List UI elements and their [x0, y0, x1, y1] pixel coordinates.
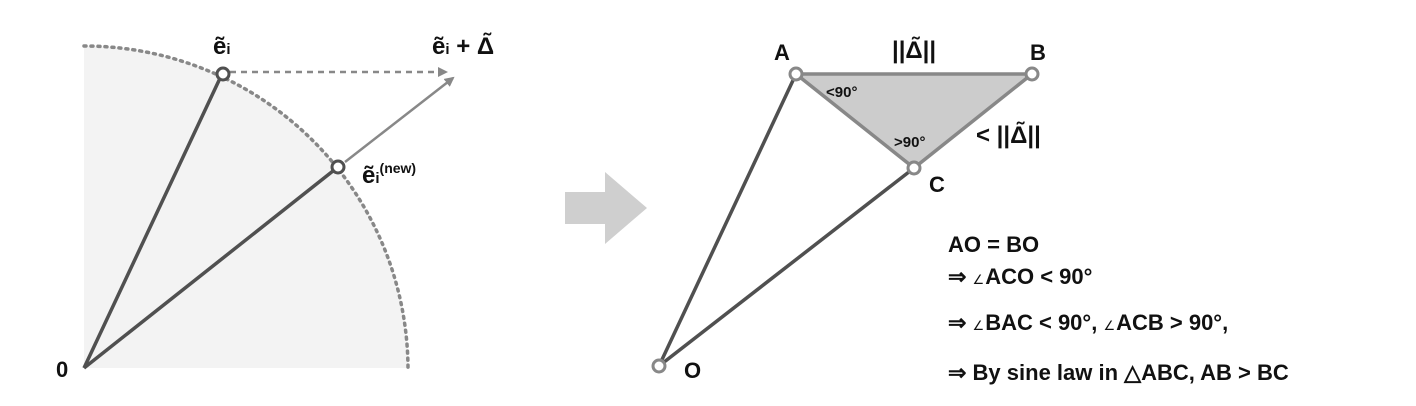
transition-arrow-icon: [565, 172, 647, 244]
proof-line-4-text: ⇒ By sine law in △ABC, AB > BC: [948, 360, 1289, 385]
proof-line-4: ⇒ By sine law in △ABC, AB > BC: [948, 360, 1289, 386]
proof-line-1-text: AO = BO: [948, 232, 1040, 257]
proof-line-3: ⇒ ∠BAC < 90°, ∠ACB > 90°,: [948, 310, 1228, 336]
angle-c-label: >90°: [894, 134, 925, 151]
angle-a-label: <90°: [826, 84, 857, 101]
sum-vector-arrow: [344, 76, 455, 163]
triangle-abc: [794, 72, 1034, 170]
edge-oa: [657, 73, 798, 367]
ei-label: ẽi: [213, 33, 231, 60]
point-ei: [215, 66, 231, 82]
point-b: [1024, 66, 1040, 82]
vector-ei-new: [82, 165, 340, 370]
edge-ab-label: ||Δ̃||: [892, 36, 936, 64]
edge-bc-label: < ||Δ̃||: [976, 121, 1041, 149]
ei-new-label: ẽi(new): [362, 160, 416, 189]
implies-symbol: ⇒: [948, 264, 973, 289]
origin-label: 0: [56, 357, 68, 382]
label-o: O: [684, 358, 701, 383]
label-b: B: [1030, 40, 1046, 65]
edge-oc: [657, 166, 916, 368]
unit-sector: [84, 45, 408, 368]
label-a: A: [774, 40, 790, 65]
ei-plus-delta-label: ẽi + Δ̃: [432, 32, 494, 60]
implies-symbol: ⇒: [948, 310, 973, 335]
proof-line-2: ⇒ ∠ACO < 90°: [948, 264, 1092, 290]
point-c: [906, 160, 922, 176]
proof-line-2-text: ACO < 90°: [985, 264, 1093, 289]
angle-symbol: ∠: [972, 318, 985, 333]
proof-line-1: AO = BO: [948, 232, 1039, 258]
vector-ei: [82, 73, 224, 369]
proof-line-3-text-b: ACB > 90°,: [1116, 310, 1229, 335]
point-o: [651, 358, 667, 374]
angle-symbol: ∠: [1103, 318, 1116, 333]
unit-arc: [82, 44, 410, 370]
proof-line-3-text-a: BAC < 90°,: [985, 310, 1104, 335]
point-a: [788, 66, 804, 82]
label-c: C: [929, 172, 945, 197]
angle-symbol: ∠: [972, 272, 985, 287]
point-ei-new: [330, 159, 346, 175]
